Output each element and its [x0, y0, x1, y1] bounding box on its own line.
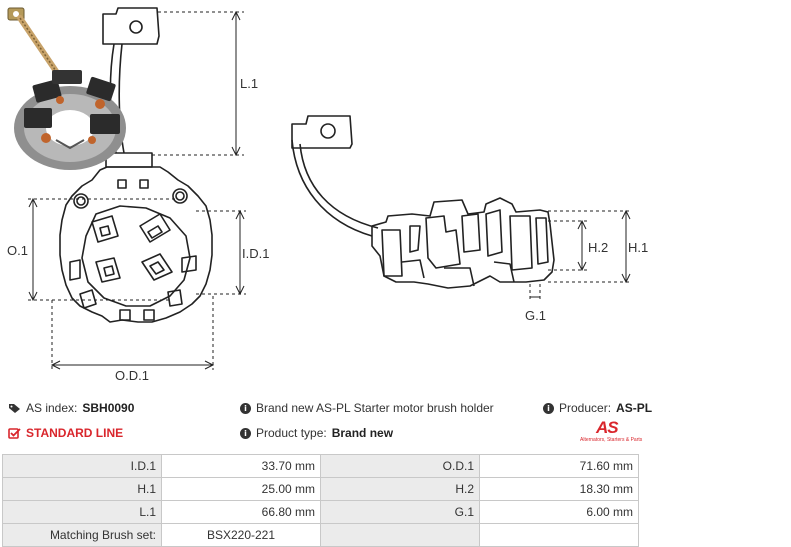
empty-cell [479, 523, 639, 547]
dim-label-g1: G.1 [525, 308, 546, 323]
spec-value: 6.00 mm [479, 500, 639, 524]
dim-label-l1: L.1 [240, 76, 259, 91]
table-row: L.1 66.80 mm G.1 6.00 mm [2, 500, 639, 524]
spec-value: 25.00 mm [161, 477, 321, 501]
logo-main-text: AS [596, 418, 619, 437]
brush-set-label: Matching Brush set: [2, 523, 162, 547]
table-row: I.D.1 33.70 mm O.D.1 71.60 mm [2, 454, 639, 478]
spec-table: I.D.1 33.70 mm O.D.1 71.60 mm H.1 25.00 … [2, 454, 639, 547]
product-type-value: Brand new [331, 426, 394, 440]
dim-label-od1: O.D.1 [115, 368, 149, 383]
producer-row: i Producer: AS-PL [543, 401, 652, 415]
dim-label-id1: I.D.1 [242, 246, 270, 261]
spec-value: 71.60 mm [479, 454, 639, 478]
info-icon: i [543, 402, 554, 414]
as-index-row: AS index: SBH0090 [8, 401, 134, 415]
info-icon: i [240, 402, 251, 414]
dim-label-h2: H.2 [588, 240, 609, 255]
product-type-row: i Product type: Brand new [240, 426, 393, 440]
producer-label: Producer: [559, 401, 612, 415]
spec-value: 33.70 mm [161, 454, 321, 478]
standard-line-label: STANDARD LINE [26, 426, 124, 440]
as-pl-logo: AS Alternators, Starters & Parts [580, 418, 642, 444]
product-type-label: Product type: [256, 426, 327, 440]
dim-label-h1: H.1 [628, 240, 649, 255]
as-index-value: SBH0090 [82, 401, 135, 415]
empty-cell [320, 523, 480, 547]
brush-holder-drawing [28, 7, 632, 370]
logo-sub-text: Alternators, Starters & Parts [580, 437, 643, 443]
description-text: Brand new AS-PL Starter motor brush hold… [256, 401, 494, 415]
as-index-label: AS index: [26, 401, 78, 415]
dim-label-o1: O.1 [7, 243, 28, 258]
info-icon: i [240, 427, 251, 439]
table-row: Matching Brush set: BSX220-221 [2, 523, 639, 547]
checkbox-icon [8, 427, 21, 439]
brush-set-value: BSX220-221 [161, 523, 321, 547]
tag-icon [9, 403, 20, 413]
spec-label: O.D.1 [320, 454, 480, 478]
spec-label: L.1 [2, 500, 162, 524]
table-row: H.1 25.00 mm H.2 18.30 mm [2, 477, 639, 501]
standard-line-row: STANDARD LINE [8, 426, 123, 440]
spec-label: G.1 [320, 500, 480, 524]
product-photo [7, 7, 126, 170]
spec-label: H.1 [2, 477, 162, 501]
technical-drawing: L.1 O.1 I.D.1 O.D.1 H.2 H.1 G.1 [7, 7, 649, 383]
spec-value: 66.80 mm [161, 500, 321, 524]
spec-label: I.D.1 [2, 454, 162, 478]
spec-value: 18.30 mm [479, 477, 639, 501]
producer-value: AS-PL [616, 401, 653, 415]
description-row: i Brand new AS-PL Starter motor brush ho… [240, 401, 494, 415]
spec-label: H.2 [320, 477, 480, 501]
